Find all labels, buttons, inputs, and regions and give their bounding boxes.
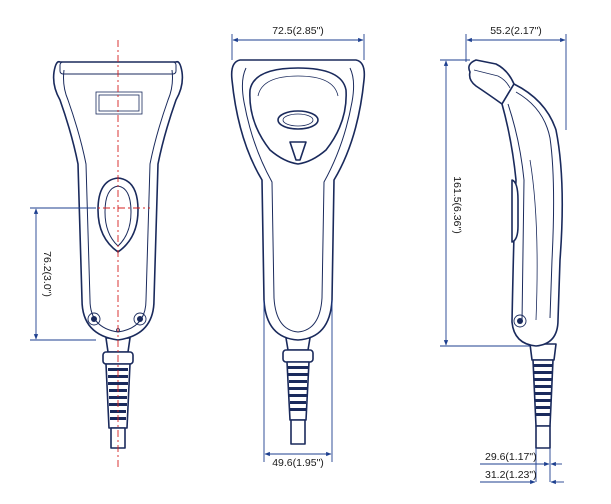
dim-neck-width: 49.6(1.95") bbox=[263, 300, 333, 469]
dim-cable-2: 31.2(1.23") bbox=[480, 469, 564, 485]
front-led bbox=[289, 141, 307, 161]
label-height-lower: 76.2(3.0") bbox=[41, 251, 53, 297]
back-screw-right bbox=[133, 312, 147, 326]
side-screw bbox=[513, 314, 527, 328]
side-view bbox=[468, 59, 564, 449]
dim-width-front: 72.5(2.85") bbox=[231, 25, 365, 60]
label-cable-1: 29.6(1.17") bbox=[485, 451, 537, 463]
back-screw-left bbox=[87, 312, 101, 326]
label-width-front: 72.5(2.85") bbox=[272, 25, 324, 37]
dim-cable-1: 29.6(1.17") bbox=[480, 448, 562, 482]
label-depth-side: 55.2(2.17") bbox=[490, 25, 542, 37]
front-cable bbox=[282, 337, 314, 445]
front-view bbox=[230, 59, 366, 445]
side-body bbox=[501, 83, 564, 347]
dim-height-total: 161.5(6.36") bbox=[440, 59, 530, 347]
label-neck-width: 49.6(1.95") bbox=[272, 457, 324, 469]
label-cable-2: 31.2(1.23") bbox=[485, 469, 537, 481]
back-label-window bbox=[95, 91, 143, 115]
dim-depth-side: 55.2(2.17") bbox=[465, 25, 567, 130]
side-trigger bbox=[511, 179, 519, 243]
side-cable bbox=[529, 343, 557, 449]
dim-height-lower: 76.2(3.0") bbox=[30, 207, 96, 341]
label-height-total: 161.5(6.36") bbox=[451, 176, 463, 233]
back-view bbox=[52, 40, 184, 468]
